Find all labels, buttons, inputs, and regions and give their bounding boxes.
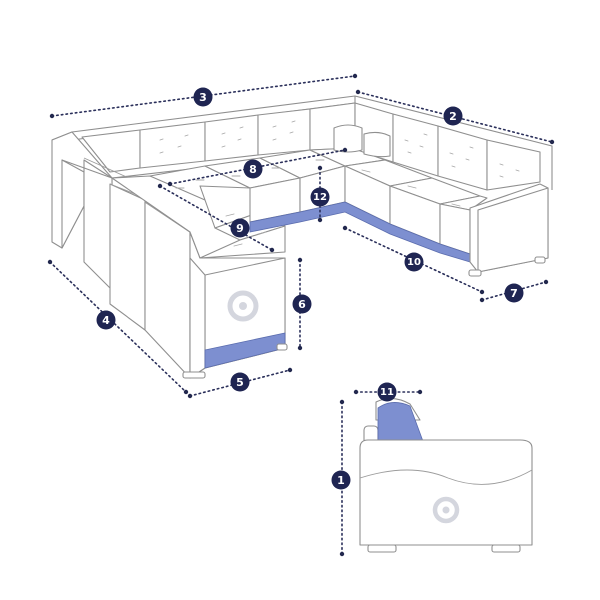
left-side-frame (51, 131, 191, 379)
svg-text:10: 10 (407, 257, 421, 268)
dimension-badge-5: 5 (230, 372, 250, 392)
right-arm (468, 183, 549, 277)
front-left-arm (182, 231, 288, 379)
dimension-badge-10: 10 (404, 252, 424, 272)
svg-text:5: 5 (236, 376, 244, 389)
u-shaped-sectional-sofa (51, 95, 553, 379)
svg-text:7: 7 (510, 287, 518, 300)
brand-logo-icon-profile (432, 496, 460, 524)
dimension-badge-9: 9 (230, 218, 250, 238)
throw-pillows (333, 124, 391, 158)
dimension-badge-12: 12 (310, 187, 330, 207)
dimension-badge-8: 8 (243, 159, 263, 179)
svg-text:2: 2 (449, 110, 457, 123)
svg-text:8: 8 (249, 163, 257, 176)
side-profile-view (359, 397, 533, 553)
svg-text:3: 3 (199, 91, 207, 104)
dimension-badge-6: 6 (292, 294, 312, 314)
svg-text:1: 1 (337, 474, 345, 487)
dimension-badge-7: 7 (504, 283, 524, 303)
dimension-badge-4: 4 (96, 310, 116, 330)
svg-text:9: 9 (236, 222, 244, 235)
dimension-badges: 3 2 8 12 9 10 7 6 4 5 11 1 (96, 87, 524, 490)
svg-text:12: 12 (313, 192, 327, 203)
svg-text:6: 6 (298, 298, 306, 311)
dimension-badge-11: 11 (377, 382, 397, 402)
dimension-badge-3: 3 (193, 87, 213, 107)
brand-logo-icon (227, 290, 259, 322)
dimension-badge-2: 2 (443, 106, 463, 126)
seat-cushions (111, 124, 541, 273)
svg-text:4: 4 (102, 314, 110, 327)
dimension-badge-1: 1 (331, 470, 351, 490)
svg-text:11: 11 (380, 387, 394, 398)
